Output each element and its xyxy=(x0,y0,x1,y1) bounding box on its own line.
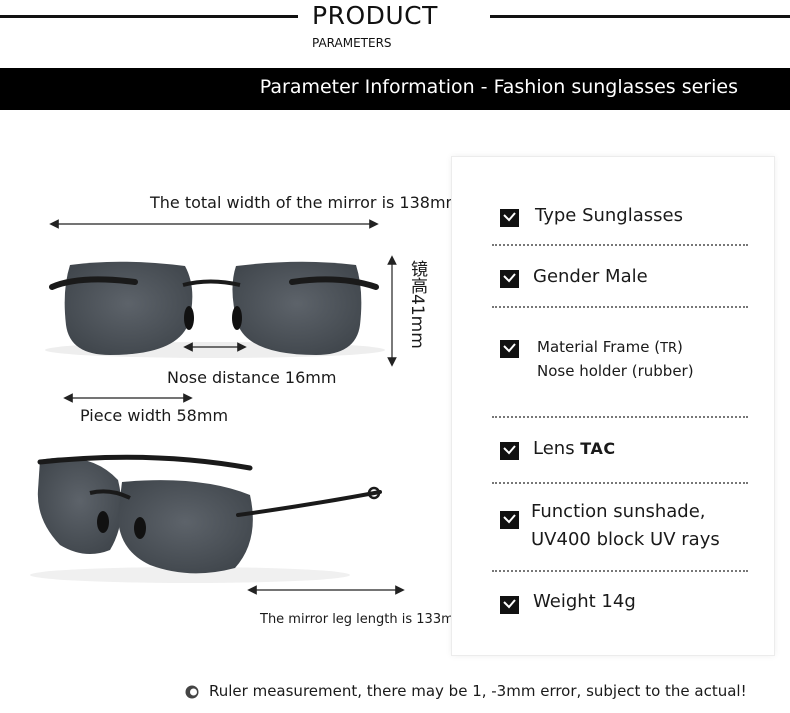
bridge xyxy=(182,279,241,287)
right-temple xyxy=(289,276,379,290)
separator xyxy=(492,570,748,572)
check-icon xyxy=(500,442,519,460)
nose-distance-label: Nose distance 16mm xyxy=(167,368,337,387)
measurement-note: Ruler measurement, there may be 1, -3mm … xyxy=(209,682,747,700)
side-left-lens xyxy=(37,457,122,554)
side-temple-tip xyxy=(367,486,381,500)
info-icon xyxy=(185,685,199,699)
spec-function-line1: Function sunshade, xyxy=(531,501,706,522)
header-rule-right xyxy=(490,15,790,18)
spec-weight: Weight 14g xyxy=(533,591,636,612)
check-icon xyxy=(500,340,519,358)
right-nose-pad xyxy=(232,306,242,330)
left-nose-pad xyxy=(184,306,194,330)
side-temple-top xyxy=(37,454,253,471)
side-nose-pad-right xyxy=(134,517,146,539)
spec-material-frame: Material Frame (TR) xyxy=(537,338,683,356)
spec-lens: Lens TAC xyxy=(533,438,616,459)
separator xyxy=(492,482,748,484)
glasses-illustration: The total width of the mirror is 138mm 镜… xyxy=(0,150,466,650)
check-icon xyxy=(500,511,519,529)
lens-height-label: 镜高41mm xyxy=(407,260,427,349)
check-icon xyxy=(500,270,519,288)
separator xyxy=(492,244,748,246)
total-width-label: The total width of the mirror is 138mm xyxy=(150,193,462,212)
spec-type: Type Sunglasses xyxy=(535,205,683,226)
leg-length-label: The mirror leg length is 133mm xyxy=(260,612,467,627)
separator xyxy=(492,416,748,418)
check-icon xyxy=(500,596,519,614)
glasses-drawing xyxy=(30,219,405,595)
piece-width-label: Piece width 58mm xyxy=(80,406,229,425)
page-title: PRODUCT xyxy=(312,1,438,30)
check-icon xyxy=(500,209,519,227)
side-nose-pad-left xyxy=(97,511,109,533)
section-banner: Parameter Information - Fashion sunglass… xyxy=(0,68,790,110)
side-bridge xyxy=(89,489,131,500)
header-rule-left xyxy=(0,15,298,18)
side-temple-arm xyxy=(236,490,382,517)
banner-title: Parameter Information - Fashion sunglass… xyxy=(259,76,738,98)
spec-function-line2: UV400 block UV rays xyxy=(531,529,720,550)
spec-gender: Gender Male xyxy=(533,266,648,287)
right-lens xyxy=(232,261,362,355)
spec-material-nose: Nose holder (rubber) xyxy=(537,362,694,380)
side-shadow xyxy=(30,567,350,583)
left-lens xyxy=(64,261,193,355)
left-temple xyxy=(49,276,138,290)
side-right-lens xyxy=(118,480,253,574)
page-subtitle: PARAMETERS xyxy=(312,36,392,50)
separator xyxy=(492,306,748,308)
spec-card: Type Sunglasses Gender Male Material Fra… xyxy=(451,156,775,656)
